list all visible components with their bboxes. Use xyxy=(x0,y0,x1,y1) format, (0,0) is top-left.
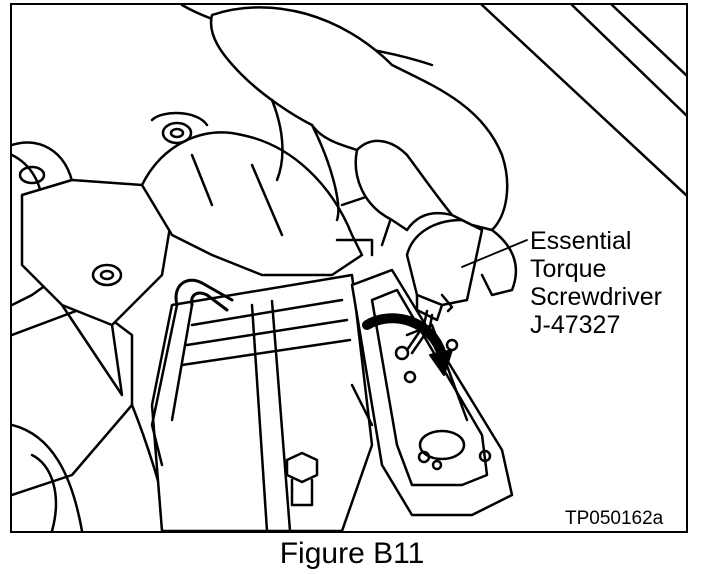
callout-line-4: J-47327 xyxy=(530,311,621,339)
engine-bay-illustration xyxy=(12,5,686,531)
figure-frame: Essential Torque Screwdriver J-47327 TP0… xyxy=(10,3,688,533)
bolt-head xyxy=(285,451,319,507)
mounting-channel xyxy=(350,268,514,517)
left-bracket xyxy=(20,178,174,397)
figure-id: TP050162a xyxy=(565,508,664,529)
hand xyxy=(209,6,518,297)
callout-label: Essential Torque Screwdriver J-47327 xyxy=(530,227,662,339)
callout-leader-line xyxy=(461,239,528,268)
callout-line-2: Torque xyxy=(530,255,607,283)
hose xyxy=(150,278,234,467)
rotation-arrow xyxy=(362,313,453,376)
callout-line-3: Screwdriver xyxy=(530,283,662,311)
figure-caption: Figure B11 xyxy=(279,537,425,570)
valve-cover xyxy=(150,273,374,531)
torque-screwdriver xyxy=(405,218,484,355)
callout-line-1: Essential xyxy=(530,227,632,255)
